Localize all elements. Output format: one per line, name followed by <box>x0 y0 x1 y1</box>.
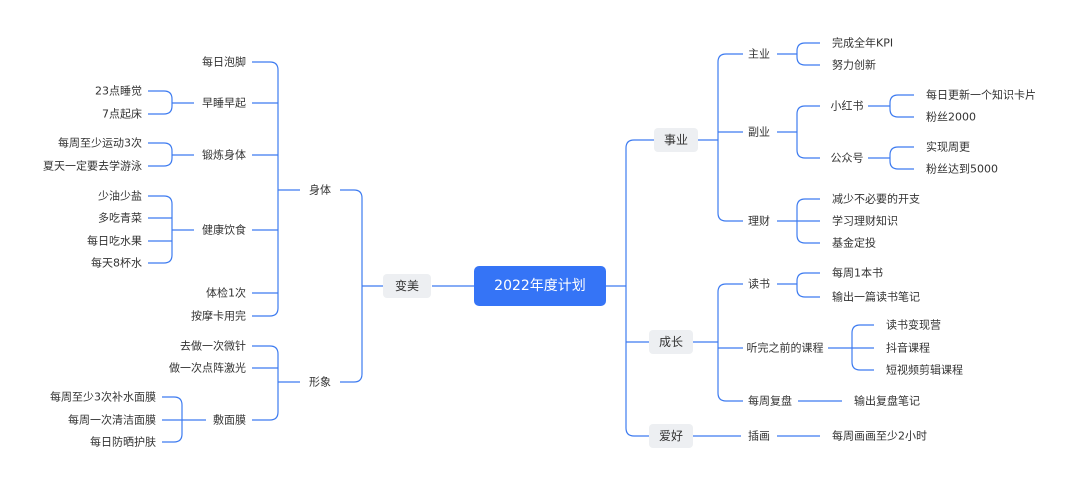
node-zaoshui[interactable]: 早睡早起 <box>202 97 246 110</box>
node-gzh_b[interactable]: 粉丝达到5000 <box>926 163 998 176</box>
node-tk_c[interactable]: 短视频剪辑课程 <box>886 363 963 377</box>
connector-lines <box>148 42 914 443</box>
node-duanlian[interactable]: 锻炼身体 <box>202 148 246 162</box>
center-title: 2022年度计划 <box>494 278 586 294</box>
node-ds_a[interactable]: 每周1本书 <box>832 266 883 280</box>
node-ys_a[interactable]: 少油少盐 <box>98 189 142 203</box>
node-chahua[interactable]: 插画 <box>748 429 770 443</box>
node-gzh_a[interactable]: 实现周更 <box>926 140 970 154</box>
node-tk_b[interactable]: 抖音课程 <box>886 341 930 355</box>
node-anmo[interactable]: 按摩卡用完 <box>191 309 246 323</box>
node-weizhen[interactable]: 去做一次微针 <box>180 339 246 353</box>
node-xhs[interactable]: 小红书 <box>831 100 864 113</box>
node-shiye[interactable]: 事业 <box>664 133 688 147</box>
node-fm_b[interactable]: 每周一次清洁面膜 <box>68 413 156 427</box>
node-lc_a[interactable]: 减少不必要的开支 <box>832 192 920 206</box>
node-xhs_b[interactable]: 粉丝2000 <box>926 111 976 124</box>
node-licai[interactable]: 理财 <box>748 214 770 228</box>
node-gzh[interactable]: 公众号 <box>831 152 864 165</box>
node-ds_b[interactable]: 输出一篇读书笔记 <box>832 290 920 304</box>
node-fupan[interactable]: 每周复盘 <box>748 394 792 408</box>
node-zs_a[interactable]: 23点睡觉 <box>95 85 142 98</box>
node-xhs_a[interactable]: 每日更新一个知识卡片 <box>926 88 1036 102</box>
node-ys_d[interactable]: 每天8杯水 <box>91 256 142 270</box>
node-shenti[interactable]: 身体 <box>309 183 331 197</box>
node-dl_b[interactable]: 夏天一定要去学游泳 <box>43 159 142 173</box>
node-aihao[interactable]: 爱好 <box>659 429 683 443</box>
node-chips <box>383 128 698 448</box>
node-dl_a[interactable]: 每周至少运动3次 <box>58 136 142 150</box>
node-paojiao[interactable]: 每日泡脚 <box>202 55 246 69</box>
node-ch_a[interactable]: 每周画画至少2小时 <box>832 429 927 443</box>
center-node[interactable] <box>474 266 606 306</box>
node-chip-aihao <box>649 424 693 448</box>
node-fm_a[interactable]: 每周至少3次补水面膜 <box>50 390 156 404</box>
node-zhuye[interactable]: 主业 <box>748 48 770 61</box>
node-tingke[interactable]: 听完之前的课程 <box>747 341 824 355</box>
node-tk_a[interactable]: 读书变现营 <box>886 318 941 332</box>
node-chip-chengzhang <box>649 330 693 354</box>
node-ys_c[interactable]: 每日吃水果 <box>87 234 142 248</box>
node-yinshi[interactable]: 健康饮食 <box>202 223 246 237</box>
node-fp_a[interactable]: 输出复盘笔记 <box>854 394 920 408</box>
node-lc_b[interactable]: 学习理财知识 <box>832 214 898 228</box>
node-zs_b[interactable]: 7点起床 <box>102 107 142 121</box>
node-lc_c[interactable]: 基金定投 <box>832 236 876 250</box>
node-dushu[interactable]: 读书 <box>748 277 770 291</box>
node-chip-shiye <box>654 128 698 152</box>
node-tijian[interactable]: 体检1次 <box>206 286 246 300</box>
node-nuli[interactable]: 努力创新 <box>832 58 876 72</box>
node-fuye[interactable]: 副业 <box>748 126 770 139</box>
node-bianmei[interactable]: 变美 <box>395 278 419 293</box>
node-chip-bianmei <box>383 274 431 298</box>
node-fumianmo[interactable]: 敷面膜 <box>213 413 246 427</box>
node-ys_b[interactable]: 多吃青菜 <box>98 211 142 225</box>
node-fm_c[interactable]: 每日防晒护肤 <box>90 435 156 449</box>
node-jiguang[interactable]: 做一次点阵激光 <box>169 361 246 375</box>
node-xingxiang[interactable]: 形象 <box>309 376 331 389</box>
node-chengzhang[interactable]: 成长 <box>659 335 683 349</box>
node-kpi[interactable]: 完成全年KPI <box>832 36 893 50</box>
